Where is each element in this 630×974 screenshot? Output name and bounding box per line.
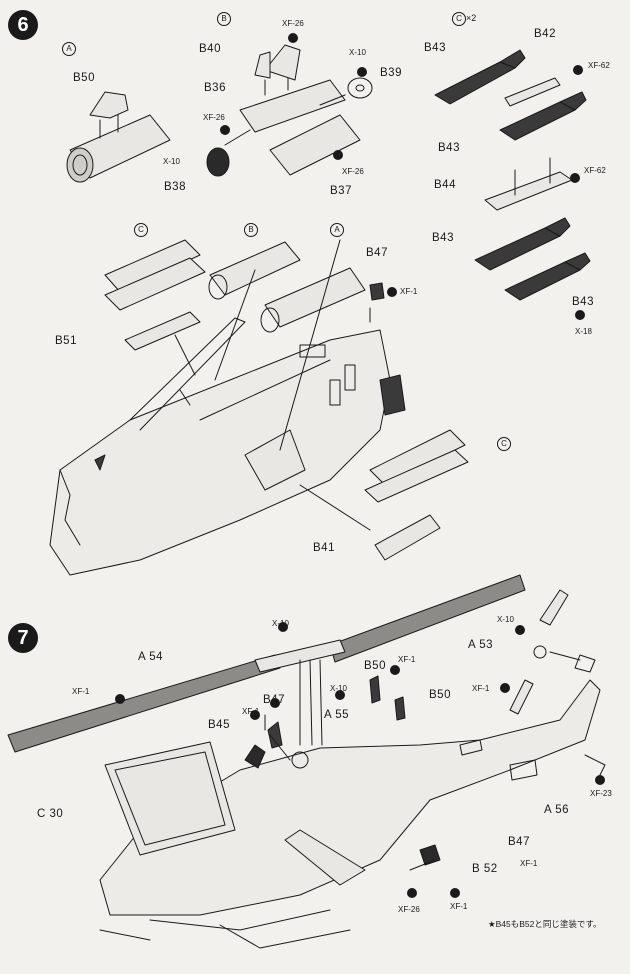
paint-xf26-b52: XF-26 <box>398 905 420 914</box>
paint-x10-2: X-10 <box>163 157 180 166</box>
paint-x10-mast: X-10 <box>330 684 347 693</box>
label-b45: B45 <box>208 719 230 731</box>
fuselage-step7-drawing <box>99 675 606 949</box>
label-b47-step6: B47 <box>366 247 388 259</box>
label-b39: B39 <box>380 67 402 79</box>
marker-a-mid: A <box>330 223 344 237</box>
marker-b-top: B <box>217 12 231 26</box>
label-b42: B42 <box>534 28 556 40</box>
paint-x10-1: X-10 <box>349 48 366 57</box>
label-b51: B51 <box>55 335 77 347</box>
label-c30: C 30 <box>37 808 64 820</box>
rocket-pod-b-drawing <box>206 44 373 177</box>
label-a55: A 55 <box>324 709 350 721</box>
paint-xf62-1: XF-62 <box>588 61 610 70</box>
fuselage-step6-drawing <box>49 239 469 576</box>
label-b47-right: B47 <box>508 836 530 848</box>
tail-rotor-drawing <box>509 589 596 715</box>
label-b50-2: B50 <box>429 689 451 701</box>
rocket-pod-a-drawing <box>66 91 171 183</box>
label-b36: B36 <box>204 82 226 94</box>
label-b40: B40 <box>199 43 221 55</box>
main-rotor-blade-drawing <box>7 574 526 753</box>
paint-xf23: XF-23 <box>590 789 612 798</box>
paint-xf26-1: XF-26 <box>282 19 304 28</box>
label-a56: A 56 <box>544 804 570 816</box>
label-b43-3: B43 <box>432 232 454 244</box>
paint-xf1-b52: XF-1 <box>450 902 468 911</box>
marker-c-mid: C <box>134 223 148 237</box>
label-a54: A 54 <box>138 651 164 663</box>
step-6-badge: 6 <box>8 10 38 40</box>
step-7-badge: 7 <box>8 623 38 653</box>
missile-rack-c-drawing <box>434 49 591 301</box>
paint-x10-tail: X-10 <box>497 615 514 624</box>
label-b43-4: B43 <box>572 296 594 308</box>
paint-xf1-b47: XF-1 <box>242 707 260 716</box>
label-a53: A 53 <box>468 639 494 651</box>
paint-dots <box>115 33 605 898</box>
marker-a-top: A <box>62 42 76 56</box>
label-b37: B37 <box>330 185 352 197</box>
multiplier-x2: ×2 <box>466 13 477 23</box>
label-b52: B 52 <box>472 863 498 875</box>
marker-c-top: C <box>452 12 466 26</box>
label-b43-2: B43 <box>438 142 460 154</box>
paint-xf1-step6: XF-1 <box>400 287 418 296</box>
label-b50: B50 <box>73 72 95 84</box>
marker-b-mid: B <box>244 223 258 237</box>
paint-xf1-tail: XF-1 <box>472 684 490 693</box>
label-b47-step7: B47 <box>263 694 285 706</box>
label-b50-1: B50 <box>364 660 386 672</box>
paint-xf1-blade: XF-1 <box>72 687 90 696</box>
label-b41: B41 <box>313 542 335 554</box>
painting-note: ★B45もB52と同じ塗装です。 <box>488 919 602 929</box>
paint-xf1-b50: XF-1 <box>398 655 416 664</box>
paint-xf62-2: XF-62 <box>584 166 606 175</box>
label-b43-1: B43 <box>424 42 446 54</box>
label-b38: B38 <box>164 181 186 193</box>
label-b44: B44 <box>434 179 456 191</box>
paint-xf1-right: XF-1 <box>520 859 538 868</box>
paint-x10-rotor: X-10 <box>272 619 289 628</box>
paint-x18: X-18 <box>575 327 592 336</box>
marker-c-right: C <box>497 437 511 451</box>
paint-xf26-2: XF-26 <box>203 113 225 122</box>
paint-xf26-3: XF-26 <box>342 167 364 176</box>
